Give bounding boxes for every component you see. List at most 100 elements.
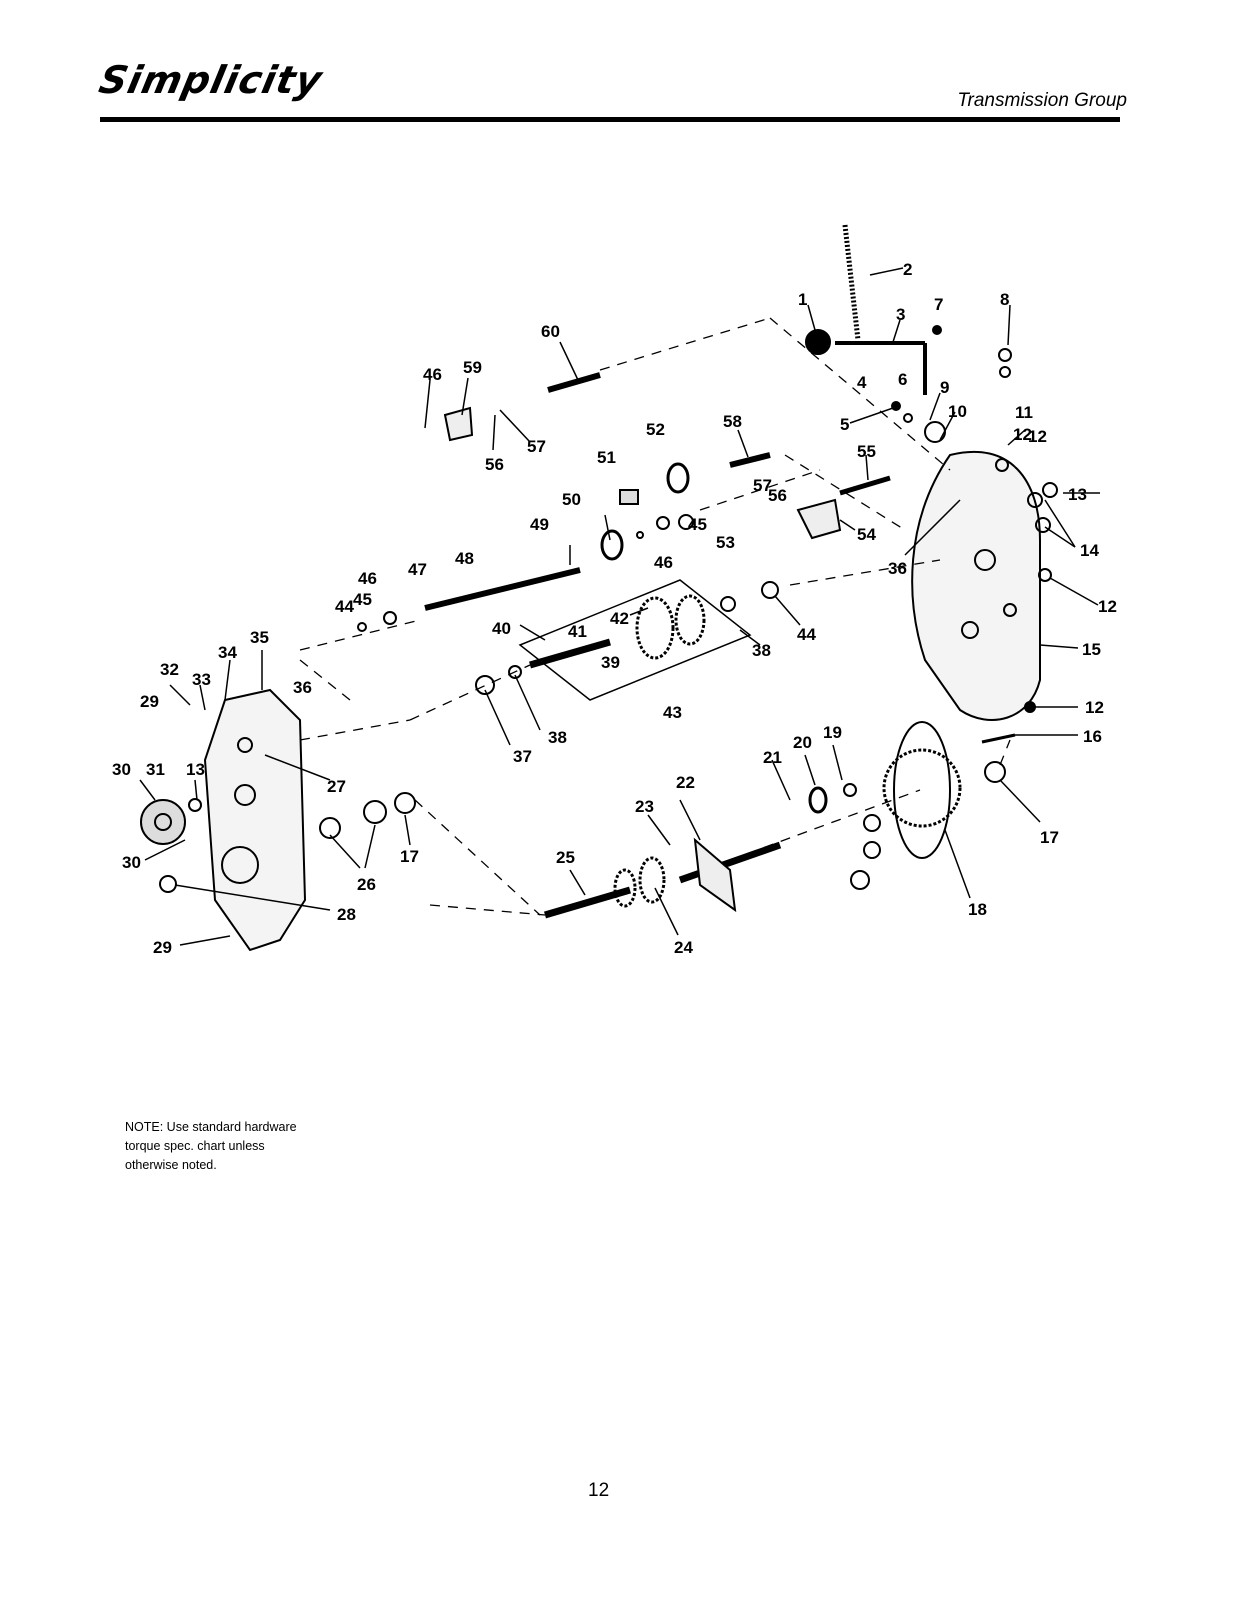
part-callout-58: 58 — [723, 412, 742, 431]
parts-artwork — [139, 224, 1100, 952]
washer-17b — [394, 792, 416, 814]
output-shaft — [678, 841, 782, 884]
part-callout-36: 36 — [888, 559, 907, 578]
part-callout-44: 44 — [335, 597, 354, 616]
shift-knob — [805, 329, 831, 355]
part-callout-49: 49 — [530, 515, 549, 534]
part-callout-38: 38 — [548, 728, 567, 747]
part-callout-38: 38 — [752, 641, 771, 660]
part-callout-11: 11 — [1015, 403, 1033, 422]
part-callout-47: 47 — [408, 560, 427, 579]
plate-22 — [693, 837, 737, 913]
part-callout-25: 25 — [556, 848, 575, 867]
part-callout-46: 46 — [423, 365, 442, 384]
part-callout-35: 35 — [250, 628, 269, 647]
part-callout-10: 10 — [948, 402, 967, 421]
bearing-26 — [363, 800, 387, 824]
part-callout-8: 8 — [1000, 290, 1009, 309]
seal — [140, 799, 186, 845]
part-callout-30: 30 — [122, 853, 141, 872]
part-callout-41: 41 — [568, 622, 587, 641]
shaft-58 — [729, 452, 771, 468]
part-callout-36: 36 — [293, 678, 312, 697]
part-callout-55: 55 — [857, 442, 876, 461]
shaft-55 — [839, 475, 891, 496]
part-callout-6: 6 — [898, 370, 907, 389]
part-callout-20: 20 — [793, 733, 812, 752]
header-rule — [100, 117, 1120, 122]
part-callout-12: 12 — [1028, 427, 1047, 446]
part-callout-12: 12 — [1098, 597, 1117, 616]
part-callout-51: 51 — [597, 448, 616, 467]
part-callout-56: 56 — [768, 486, 787, 505]
gear-50 — [600, 529, 624, 561]
part-callout-24: 24 — [674, 938, 693, 957]
part-callout-13: 13 — [1068, 485, 1087, 504]
bearing-51 — [619, 489, 639, 505]
part-callout-16: 16 — [1083, 727, 1102, 746]
part-callout-12: 12 — [1085, 698, 1104, 717]
part-callout-29: 29 — [153, 938, 172, 957]
part-callout-23: 23 — [635, 797, 654, 816]
part-callout-2: 2 — [903, 260, 912, 279]
part-callout-53: 53 — [716, 533, 735, 552]
gear-52 — [666, 462, 690, 494]
shaft-41 — [529, 638, 611, 669]
washer-17 — [984, 761, 1006, 783]
part-callout-43: 43 — [663, 703, 682, 722]
output-gear — [638, 856, 666, 904]
spring — [842, 224, 861, 341]
part-callout-19: 19 — [823, 723, 842, 742]
part-callout-13: 13 — [186, 760, 205, 779]
assembly-box-43 — [518, 579, 752, 701]
part-callout-57: 57 — [527, 437, 546, 456]
part-callout-30: 30 — [112, 760, 131, 779]
torque-note: NOTE: Use standard hardware torque spec.… — [125, 1118, 385, 1175]
part-callout-7: 7 — [934, 295, 943, 314]
part-callout-48: 48 — [455, 549, 474, 568]
part-callout-42: 42 — [610, 609, 629, 628]
part-callout-60: 60 — [541, 322, 560, 341]
part-callout-26: 26 — [357, 875, 376, 894]
part-callout-57: 57 — [753, 476, 772, 495]
right-housing — [911, 450, 1041, 721]
section-title: Transmission Group — [957, 90, 1127, 111]
part-callout-32: 32 — [160, 660, 179, 679]
part-callout-39: 39 — [601, 653, 620, 672]
part-callout-17: 17 — [1040, 828, 1059, 847]
shaft-60 — [547, 372, 601, 393]
page-number: 12 — [588, 1480, 610, 1501]
part-callout-44: 44 — [797, 625, 816, 644]
part-callout-37: 37 — [513, 747, 532, 766]
part-callout-27: 27 — [327, 777, 346, 796]
part-callout-59: 59 — [463, 358, 482, 377]
part-callout-52: 52 — [646, 420, 665, 439]
large-gear — [882, 748, 962, 828]
bearing-37 — [475, 675, 495, 695]
part-callout-22: 22 — [676, 773, 695, 792]
part-callout-18: 18 — [968, 900, 987, 919]
part-callout-31: 31 — [146, 760, 165, 779]
bolt-16 — [981, 733, 1016, 744]
part-callout-56: 56 — [485, 455, 504, 474]
part-callout-33: 33 — [192, 670, 211, 689]
part-callout-28: 28 — [337, 905, 356, 924]
part-callout-9: 9 — [940, 378, 949, 397]
fork-59 — [443, 406, 474, 442]
gear-20 — [808, 786, 828, 814]
note-line: NOTE: Use standard hardware — [125, 1120, 297, 1134]
part-callout-46: 46 — [654, 553, 673, 572]
part-callout-15: 15 — [1082, 640, 1101, 659]
part-callout-14: 14 — [1080, 541, 1099, 560]
note-line: torque spec. chart unless — [125, 1139, 265, 1153]
part-callout-1: 1 — [798, 290, 807, 309]
part-callout-17: 17 — [400, 847, 419, 866]
shaft-25 — [544, 886, 631, 919]
part-callout-29: 29 — [140, 692, 159, 711]
part-callout-4: 4 — [857, 373, 867, 392]
part-callout-40: 40 — [492, 619, 511, 638]
part-callout-12: 12 — [1013, 425, 1032, 444]
